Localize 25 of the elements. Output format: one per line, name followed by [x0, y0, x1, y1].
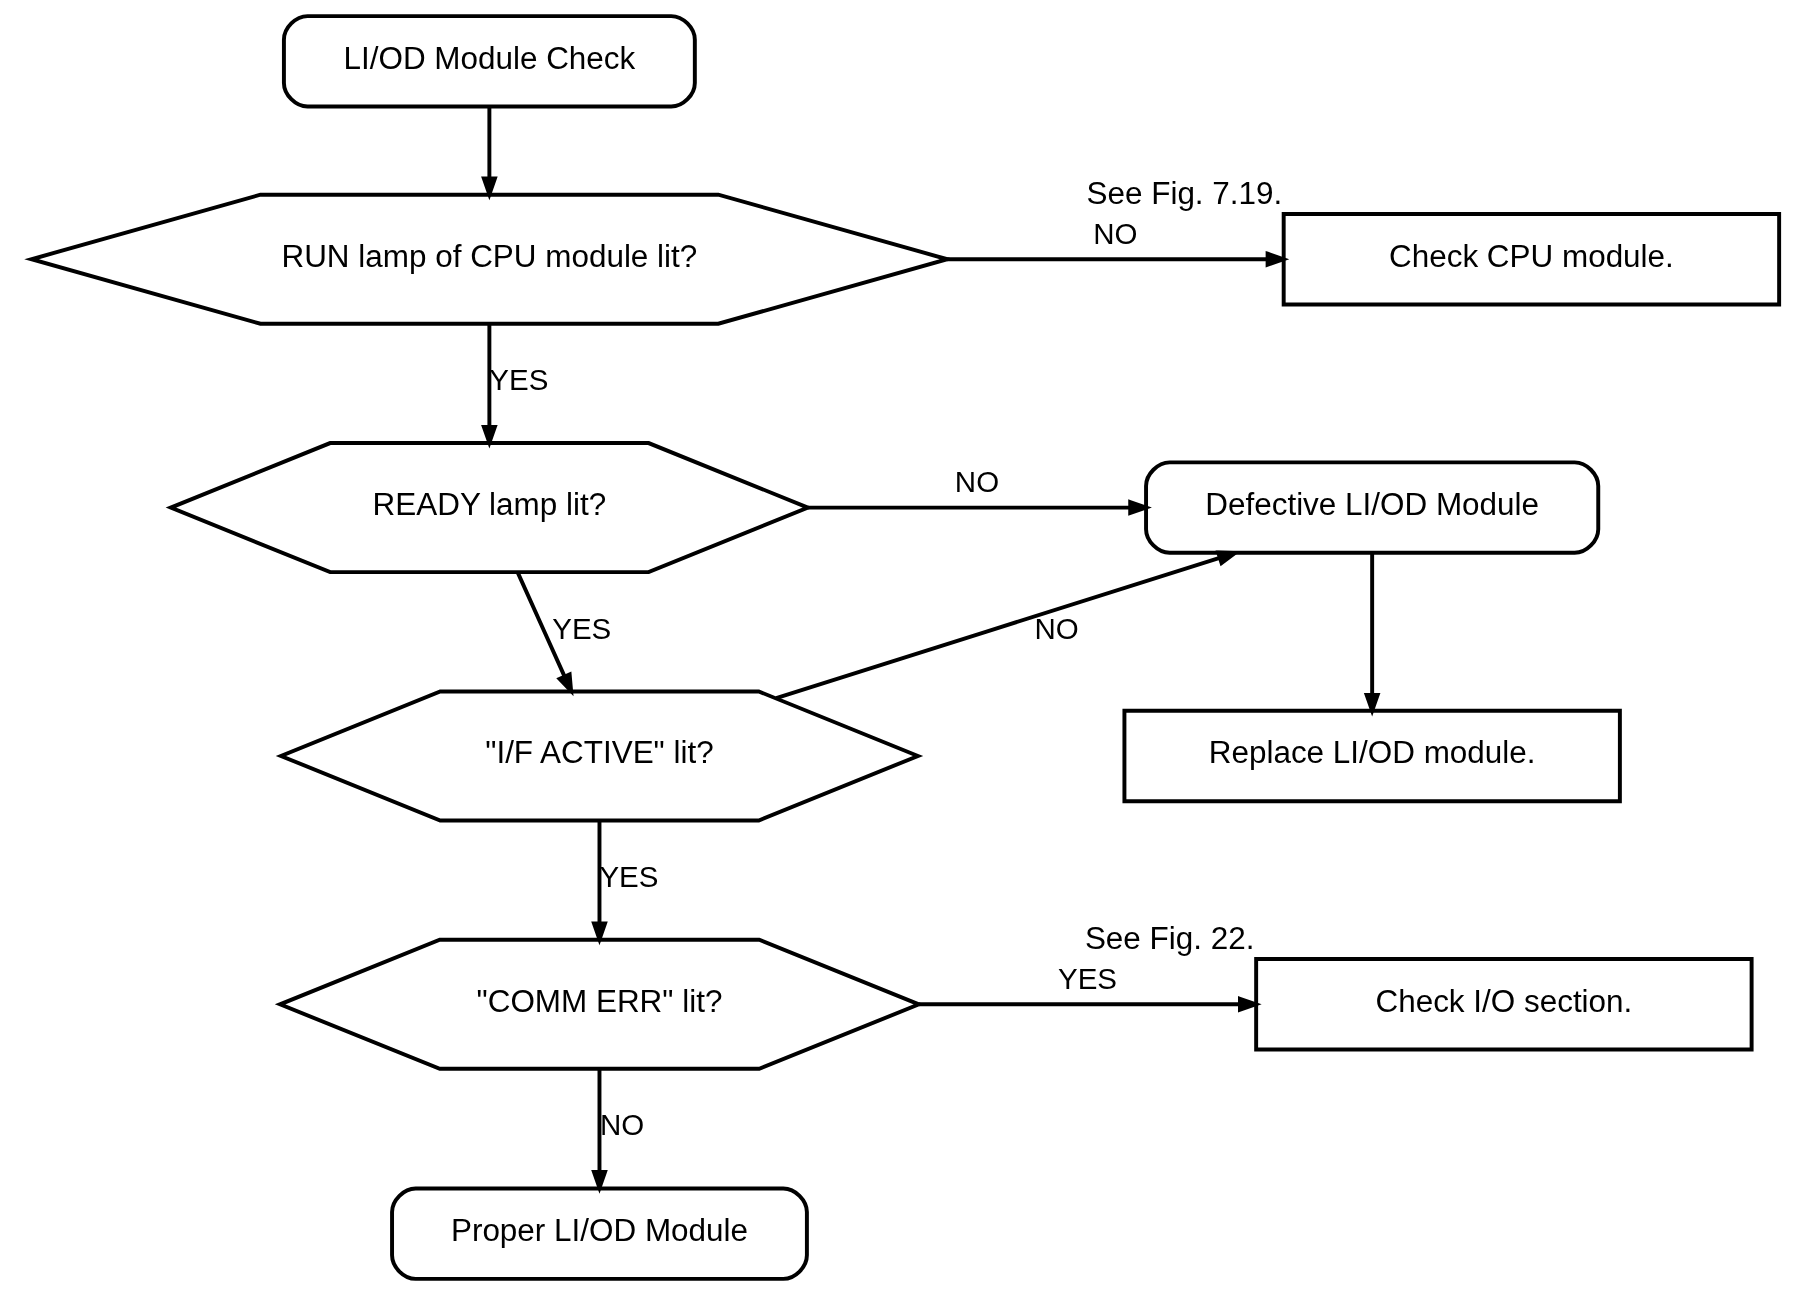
edge-label: YES	[598, 860, 658, 894]
edge-label: NO	[599, 1108, 644, 1142]
edge-label: NO	[1092, 216, 1137, 250]
edge-label: YES	[551, 611, 611, 645]
node-box: Proper LI/OD Module	[389, 1186, 809, 1281]
arrow	[590, 1069, 608, 1194]
arrow	[590, 820, 608, 946]
node-label: See Fig. 7.19.	[1086, 175, 1282, 211]
edge-label: YES	[488, 363, 548, 397]
node-box: Replace LI/OD module.	[1121, 708, 1622, 804]
arrow	[480, 323, 498, 449]
arrow	[918, 996, 1262, 1013]
arrow	[946, 250, 1289, 268]
node-box: Check CPU module.	[1281, 212, 1781, 307]
edge-label: NO	[954, 464, 999, 498]
edge-label: NO	[1033, 611, 1079, 645]
arrow	[480, 107, 498, 201]
node-box: Check I/O section.	[1253, 957, 1754, 1052]
arrow	[1363, 553, 1380, 717]
node-box: LI/OD Module Check	[281, 14, 697, 109]
arrow	[515, 571, 574, 697]
node-box: Defective LI/OD Module	[1143, 460, 1600, 555]
arrow	[807, 499, 1152, 516]
edge-label: YES	[1057, 961, 1117, 995]
node-label: See Fig. 22.	[1084, 920, 1254, 956]
